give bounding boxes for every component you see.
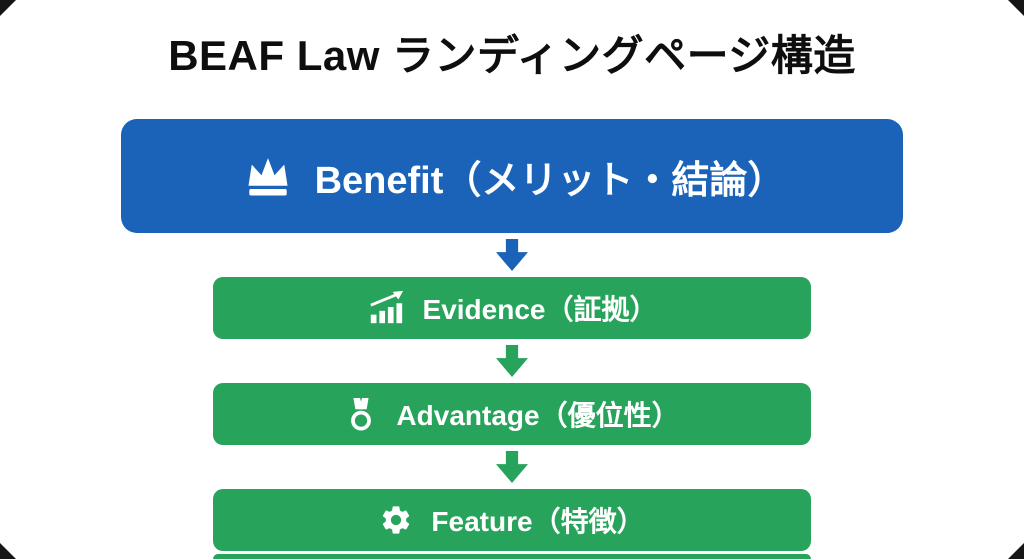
- down-arrow-blue: [0, 239, 1024, 271]
- evidence-label: Evidence（証拠）: [422, 294, 658, 325]
- corner-mark-bottom-right: [1008, 543, 1024, 559]
- advantage-label: Advantage（優位性）: [396, 400, 680, 431]
- advantage-box: Advantage（優位性）: [213, 383, 811, 445]
- crown-icon: [239, 150, 297, 202]
- benefit-label: Benefit（メリット・結論）: [314, 159, 786, 202]
- bar-chart-icon: [367, 290, 405, 326]
- down-arrow-green-1: [0, 345, 1024, 377]
- corner-mark-top-right: [1008, 0, 1024, 16]
- corner-mark-top-left: [0, 0, 16, 16]
- medal-icon: [344, 396, 378, 432]
- feature-label: Feature（特徴）: [431, 506, 645, 537]
- evidence-box: Evidence（証拠）: [213, 277, 811, 339]
- page-title: BEAF Law ランディングページ構造: [168, 32, 856, 79]
- corner-mark-bottom-left: [0, 543, 16, 559]
- benefit-box: Benefit（メリット・結論）: [121, 119, 903, 233]
- feature-box: Feature（特徴）: [213, 489, 811, 551]
- cutoff-next-box: [213, 554, 811, 559]
- gear-icon: [379, 503, 413, 537]
- down-arrow-green-2: [0, 451, 1024, 483]
